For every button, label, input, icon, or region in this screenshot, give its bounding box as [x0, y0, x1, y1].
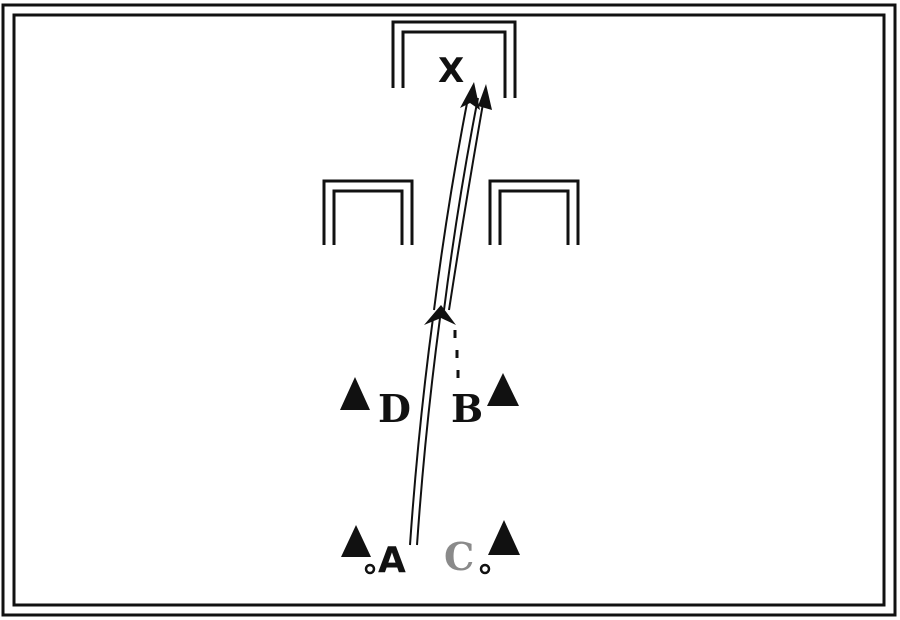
run-arrowhead-icon	[424, 305, 456, 325]
cone-b-icon	[487, 373, 519, 406]
label-player-d: D	[378, 386, 411, 431]
cone-d-icon	[340, 377, 370, 410]
label-player-a: A	[378, 540, 406, 581]
outer-frame	[1, 3, 897, 617]
left-gate-frame-icon	[322, 179, 414, 245]
shot-arrowhead-icon	[460, 82, 480, 110]
goal-label: X	[438, 51, 464, 91]
ball-a-icon	[364, 563, 376, 575]
label-player-b: B	[451, 386, 483, 431]
label-player-c: C	[444, 534, 474, 579]
pass-dashed-line	[453, 330, 460, 378]
inner-frame	[12, 13, 886, 607]
run-path-a	[409, 317, 441, 546]
ball-c-icon	[479, 563, 491, 575]
cone-a-icon	[341, 525, 371, 557]
shot-path	[433, 97, 485, 311]
top-goal-frame-icon	[391, 20, 517, 98]
cone-c-icon	[488, 520, 520, 555]
shot-arrowhead-icon-2	[478, 84, 492, 110]
right-gate-frame-icon	[488, 179, 580, 245]
